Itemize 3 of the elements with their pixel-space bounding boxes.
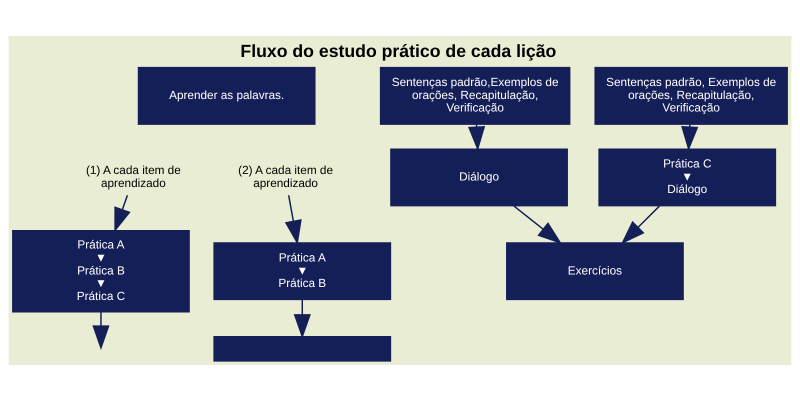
node-text: (1) A cada item de aprendizado bbox=[86, 164, 181, 190]
diagram-title: Fluxo do estudo prático de cada lição bbox=[240, 40, 556, 61]
node-text: (2) A cada item de aprendizado bbox=[238, 164, 334, 190]
